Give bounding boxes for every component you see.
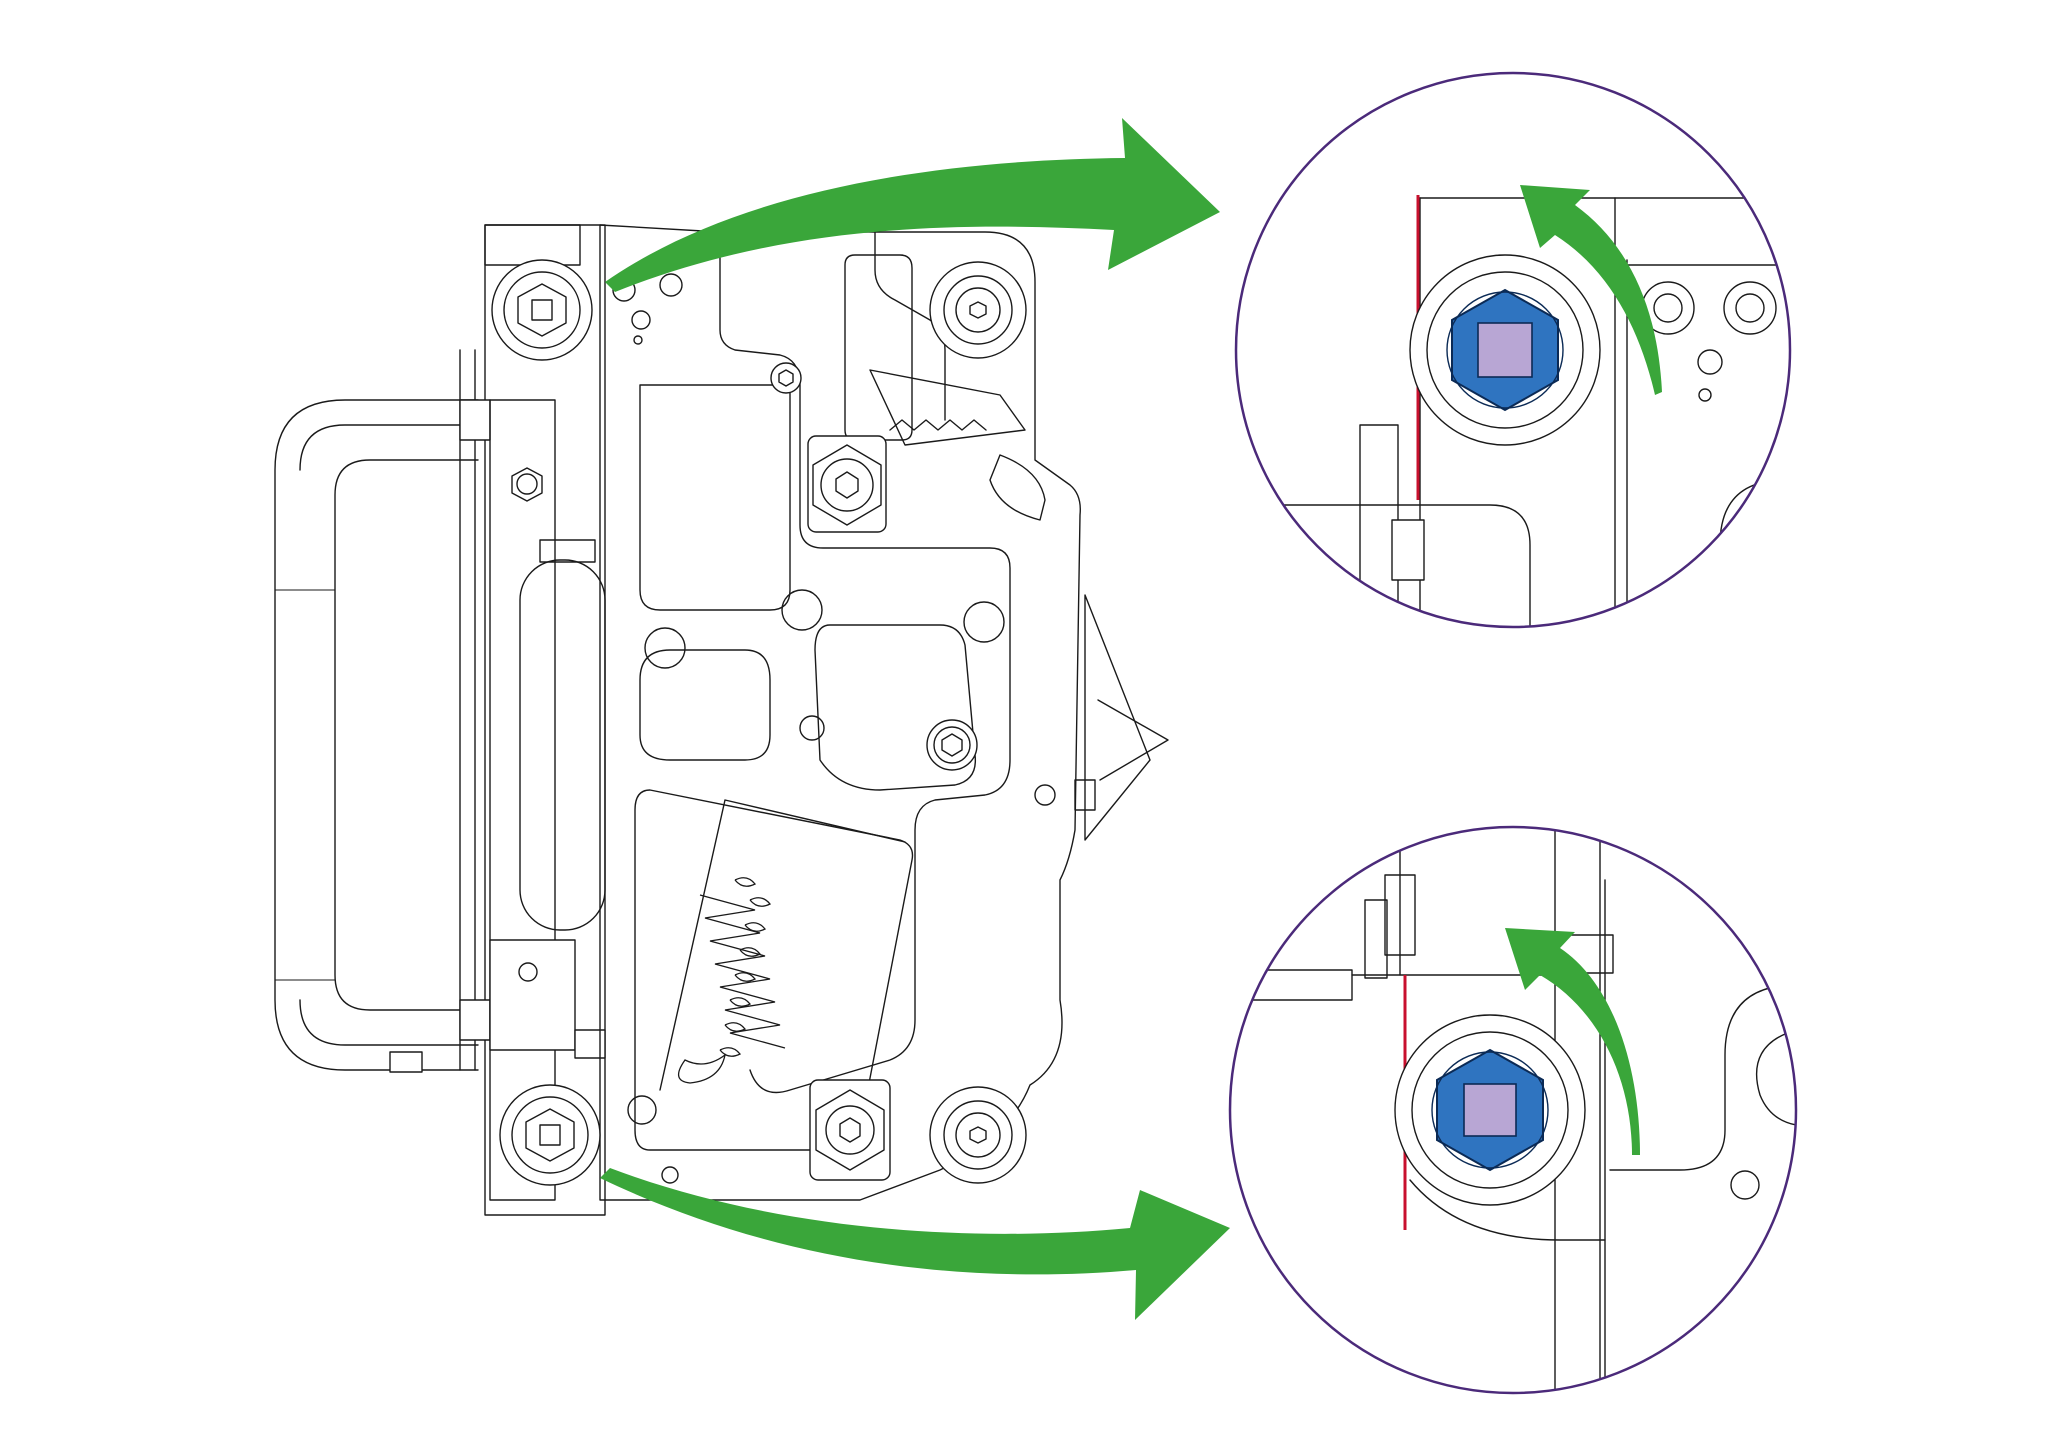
compression-spring (678, 877, 786, 1084)
mounting-bolt-bottom-right (929, 1086, 1027, 1184)
back-plate (484, 224, 606, 1216)
curved-arrow-right-icon (605, 118, 1220, 292)
mounting-bolt-top-left (491, 259, 593, 361)
center-cap-screw (807, 435, 887, 533)
main-frame (599, 224, 1081, 1201)
side-nut (511, 467, 543, 502)
mounting-bolt-top-right (929, 261, 1027, 359)
curved-arrow-up-icon (1520, 185, 1662, 395)
small-cap-screw (770, 362, 802, 394)
callout-bottom (1228, 825, 1798, 1395)
small-hex-screw (926, 719, 978, 771)
mounting-bolt-bottom-left (499, 1084, 601, 1186)
square-socket (1463, 1083, 1517, 1137)
mechanism-assembly (274, 224, 1169, 1216)
curved-arrow-right-icon (600, 1168, 1230, 1320)
bottom-cap-screw (809, 1079, 891, 1181)
side-blade (1084, 594, 1151, 841)
carry-handle (274, 399, 479, 1073)
callout-top (1234, 71, 1792, 629)
square-socket (1477, 322, 1533, 378)
curved-arrow-up-icon (1505, 928, 1640, 1155)
